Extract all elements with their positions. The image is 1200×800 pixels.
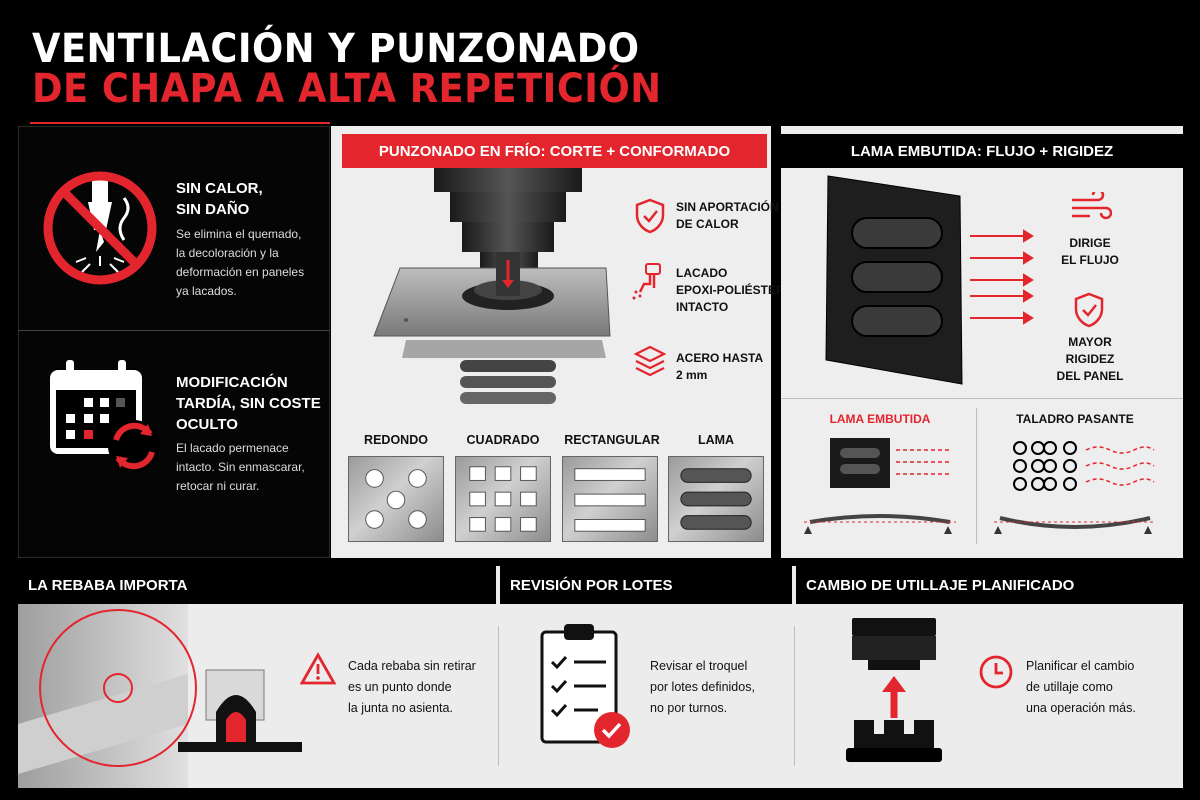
clock-icon [979, 655, 1013, 689]
compare-label-through-hole: TALADRO PASANTE [1016, 412, 1134, 426]
rigidity-label-1: MAYOR [1068, 335, 1112, 349]
louver-panel-illustration [825, 175, 963, 385]
spray-gun-icon [632, 263, 661, 300]
feature-coating-2: EPOXI-POLIÉSTER [676, 283, 785, 297]
batch-text-3: no por turnos. [650, 701, 728, 715]
compare-label-embossed: LAMA EMBUTIDA [829, 412, 931, 426]
feature-no-heat-2: DE CALOR [676, 217, 739, 231]
bottom-divider-1 [498, 626, 499, 766]
tooling-text-2: de utillaje como [1026, 680, 1113, 694]
late-mod-heading-3: OCULTO [176, 416, 238, 433]
warning-icon [300, 652, 336, 685]
shape-label-square: CUADRADO [466, 433, 540, 447]
shape-label-rectangular: RECTANGULAR [564, 433, 660, 447]
no-heat-text-3: deformación en paneles [176, 265, 305, 279]
center-band: PUNZONADO EN FRÍO: CORTE + CONFORMADO [342, 134, 767, 168]
feature-no-heat-1: SIN APORTACIÓN [676, 200, 779, 214]
batch-band: REVISIÓN POR LOTES [500, 566, 792, 604]
through-hole-diagram [994, 441, 1156, 534]
batch-text-2: por lotes definidos, [650, 680, 755, 694]
no-heat-heading-2: SIN DAÑO [176, 201, 250, 218]
airflow-arrows [970, 229, 1034, 325]
feature-coating-3: INTACTO [676, 300, 729, 314]
burr-text-2: es un punto donde [348, 680, 452, 694]
tooling-text-3: una operación más. [1026, 701, 1136, 715]
rectangular-hole-sample [562, 456, 658, 542]
left-panel-divider [18, 330, 330, 331]
late-mod-heading-1: MODIFICACIÓN [176, 374, 288, 391]
shape-label-louver: LAMA [697, 433, 735, 447]
shield-check-icon [635, 198, 665, 234]
louver-sample [668, 456, 764, 542]
burr-band: LA REBABA IMPORTA [18, 566, 496, 604]
feature-coating-1: LACADO [676, 266, 728, 280]
clipboard-check-icon [540, 624, 630, 748]
late-mod-heading-2: TARDÍA, SIN COSTE [176, 395, 321, 412]
feature-steel-2: 2 mm [676, 368, 708, 382]
embossed-louver-diagram [804, 438, 956, 534]
shape-label-round: REDONDO [364, 433, 428, 447]
punch-press-illustration [373, 168, 611, 404]
square-hole-sample [455, 456, 551, 542]
wind-icon [1072, 192, 1112, 220]
page-title-line1: VENTILACIÓN Y PUNZONADO [32, 26, 640, 72]
no-heat-icon [43, 171, 157, 285]
bottom-divider-2 [794, 626, 795, 766]
burr-text-1: Cada rebaba sin retirar [348, 659, 476, 673]
no-heat-text-1: Se elimina el quemado, [176, 227, 302, 241]
title-underline [30, 122, 330, 124]
burr-text-3: la junta no asienta. [348, 701, 453, 715]
late-mod-text-1: El lacado permenace [176, 441, 289, 455]
layers-icon [634, 345, 666, 377]
no-heat-heading-1: SIN CALOR, [176, 180, 263, 197]
burr-illustration [18, 604, 302, 788]
tool-change-icon [846, 618, 942, 762]
calendar-refresh-icon [50, 360, 160, 472]
right-band: LAMA EMBUTIDA: FLUJO + RIGIDEZ [781, 134, 1183, 168]
rigidity-label-2: RIGIDEZ [1065, 352, 1115, 366]
no-heat-text-4: ya lacados. [176, 284, 237, 298]
tooling-band: CAMBIO DE UTILLAJE PLANIFICADO [796, 566, 1183, 604]
round-hole-sample [348, 456, 444, 542]
rigidity-label-3: DEL PANEL [1056, 369, 1124, 383]
batch-text-1: Revisar el troquel [650, 659, 748, 673]
no-heat-text-2: la decoloración y la [176, 246, 279, 260]
page-title-line2: DE CHAPA A ALTA REPETICIÓN [32, 66, 662, 112]
tooling-text-1: Planificar el cambio [1026, 659, 1135, 673]
flow-label-1: DIRIGE [1069, 236, 1111, 250]
right-panel-divider [781, 398, 1183, 399]
flow-label-2: EL FLUJO [1061, 253, 1119, 267]
compare-divider [976, 408, 977, 544]
rigidity-shield-icon [1074, 292, 1104, 328]
late-mod-text-2: intacto. Sin enmascarar, [176, 460, 305, 474]
late-mod-text-3: retocar ni curar. [176, 479, 260, 493]
feature-steel-1: ACERO HASTA [676, 351, 764, 365]
